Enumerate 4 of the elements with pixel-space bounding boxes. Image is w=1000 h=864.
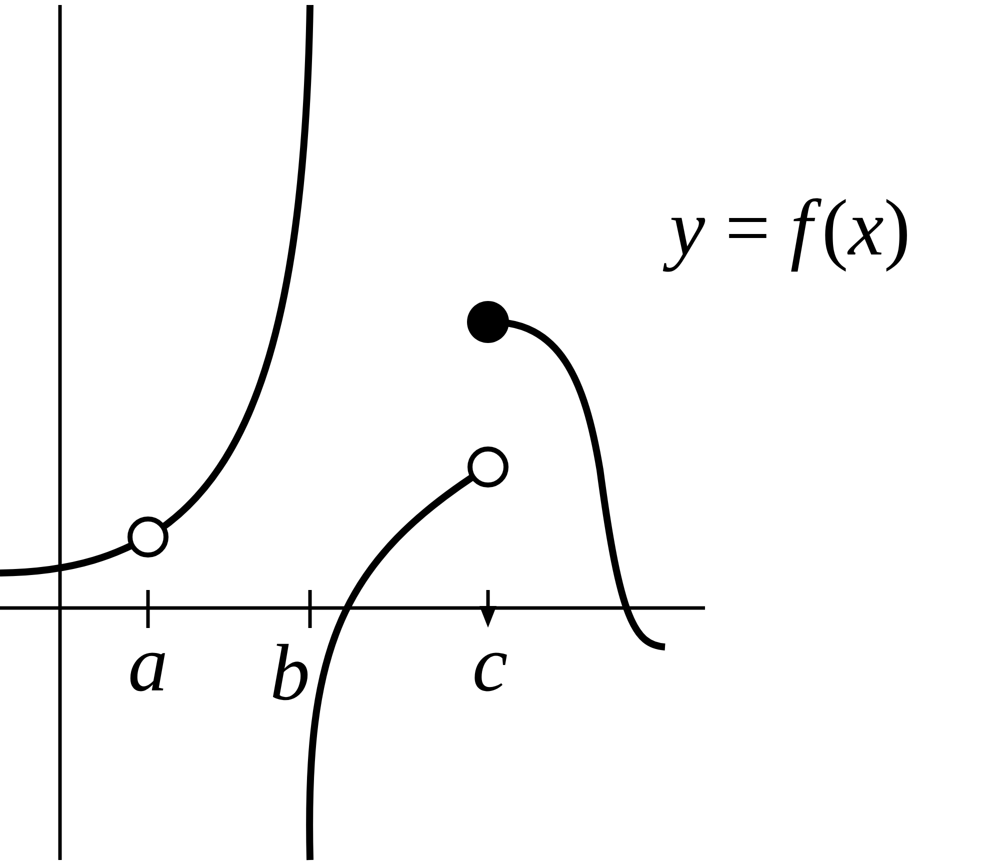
- tick-label: b: [272, 644, 308, 700]
- equation-label: y = f(x): [662, 198, 907, 272]
- tick-label: c: [474, 652, 507, 692]
- tick-label: a: [130, 652, 165, 692]
